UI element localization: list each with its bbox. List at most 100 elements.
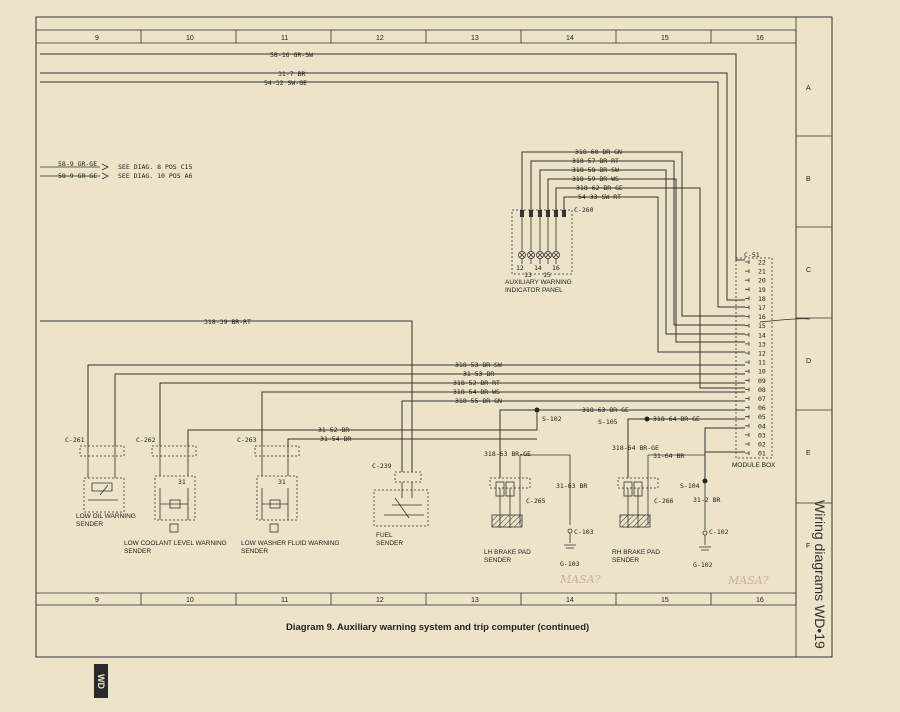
- section-tab: WD: [94, 664, 108, 698]
- module-pin-02: 02: [758, 441, 766, 449]
- wire-31-54: [287, 438, 537, 446]
- grid-col-bottom-11: 11: [281, 597, 288, 604]
- sender-wire-rh: 318-64 BR-GE: [612, 444, 659, 452]
- grid-row-A: A: [806, 85, 811, 92]
- grid-col-top-12: 12: [376, 35, 384, 42]
- aux-panel-name: AUXILIARY WARNING INDICATOR PANEL: [505, 279, 572, 294]
- aux-panel-pin-13: 13: [524, 271, 532, 279]
- module-pin-09: 09: [758, 377, 766, 385]
- aux-panel-connector: C-260: [574, 206, 594, 214]
- grid-row-D: D: [806, 358, 811, 365]
- sender-gconn-c103: C-103: [574, 528, 594, 536]
- panel-pin-0: [520, 210, 524, 217]
- aux-panel-pin-15: 15: [543, 271, 551, 279]
- coolant-pin-31: 31: [178, 478, 186, 486]
- module-pin-15: 15: [758, 322, 766, 330]
- panel-pin-3: [546, 210, 550, 217]
- grid-col-top-9: 9: [95, 35, 99, 42]
- panel-pin-2: [538, 210, 542, 217]
- panel-wire-label-6: 54-33 SW-RT: [578, 193, 621, 201]
- sender-g103: G-103: [560, 560, 580, 568]
- module-pin-10: 10: [758, 368, 766, 376]
- panel-wire-label-5: 318-62 BR-GE: [576, 184, 623, 192]
- panel-wire-label-2: 318-57 BR-RT: [572, 157, 619, 165]
- module-pin-11: 11: [758, 359, 766, 367]
- module-pin-07: 07: [758, 395, 766, 403]
- see-ref-text-1: SEE DIAG. 8 POS C15: [118, 163, 192, 171]
- senders: 31 31: [79, 445, 711, 551]
- module-pin-17: 17: [758, 304, 766, 312]
- grid-col-bottom-12: 12: [376, 597, 384, 604]
- splice-s104: [702, 478, 708, 484]
- module-pin-03: 03: [758, 431, 766, 439]
- wire-58-16: [40, 53, 745, 261]
- sender-conn-c265: C-265: [526, 497, 546, 505]
- splice-s105: [644, 416, 650, 422]
- sender-ground-lh: 31-63 BR: [556, 482, 587, 490]
- sender-name-low-oil: LOW OIL WARNING SENDER: [76, 513, 136, 528]
- grid-col-bottom-16: 16: [756, 597, 764, 604]
- grid-col-top-15: 15: [661, 35, 669, 42]
- wire-31-53: [114, 373, 745, 446]
- wire-label-31-52: 31-52 BR: [318, 426, 349, 434]
- sender-wire-lh: 318-63 BR-GE: [484, 450, 531, 458]
- splice-label-s104: S-104: [680, 482, 700, 490]
- sender-conn-c262: C-262: [136, 436, 156, 444]
- wire-318-63: [499, 409, 745, 478]
- page-side-title: Wiring diagrams WD•19: [812, 500, 828, 649]
- module-pin-14: 14: [758, 331, 766, 339]
- module-pin-22: 22: [758, 259, 766, 267]
- aux-panel-pin-16: 16: [552, 264, 560, 272]
- module-pin-06: 06: [758, 404, 766, 412]
- sender-g102: G-102: [693, 561, 713, 569]
- sender-name-coolant: LOW COOLANT LEVEL WARNING SENDER: [124, 540, 227, 555]
- see-ref-wire-2: 58-9 GR-GE: [58, 172, 97, 180]
- sender-ground-rh: 31-64 BR: [653, 452, 684, 460]
- grid-col-top-11: 11: [281, 35, 288, 42]
- wire-318-39: [40, 320, 413, 472]
- aux-panel-pin-14: 14: [534, 264, 542, 272]
- wire-label-318-53: 318-53 BR-SW: [455, 361, 502, 369]
- sender-conn-c239: C-239: [372, 462, 392, 470]
- splice-label-s105: S-105: [598, 418, 618, 426]
- panel-wire-label-1: 318-60 BR-GN: [575, 148, 622, 156]
- module-pin-08: 08: [758, 386, 766, 394]
- module-name: MODULE BOX: [732, 462, 776, 469]
- outer-border: [35, 16, 833, 658]
- module-connector: C-51: [744, 251, 760, 259]
- inner-border: [35, 29, 797, 606]
- module-pin-19: 19: [758, 286, 766, 294]
- wire-318-64: [627, 418, 745, 478]
- panel-pin-1: [529, 210, 533, 217]
- sender-conn-c261: C-261: [65, 436, 85, 444]
- wire-label-31-7: 31-7 BR: [278, 70, 305, 78]
- grid-col-bottom-13: 13: [471, 597, 479, 604]
- panel-wire-label-3: 318-58 BR-SW: [572, 166, 619, 174]
- panel-pin-4: [554, 210, 558, 217]
- wire-318-52: [159, 382, 745, 446]
- grid-row-F: F: [806, 543, 810, 550]
- module-pin-04: 04: [758, 422, 766, 430]
- grid-row-B: B: [806, 176, 811, 183]
- grid-col-top-14: 14: [566, 35, 574, 42]
- panel-wires: [521, 151, 745, 389]
- sender-name-rh-brake: RH BRAKE PAD SENDER: [612, 549, 660, 564]
- handwritten-note-1: MASA?: [559, 573, 601, 586]
- s104-ground-wire: 31-2 BR: [693, 496, 720, 504]
- sender-gconn-c102: C-102: [709, 528, 729, 536]
- wire-318-53: [87, 364, 745, 446]
- wire-318-54: [261, 391, 745, 446]
- wire-label-318-52: 318-52 BR-RT: [453, 379, 500, 387]
- wire-label-318-54: 318-54 BR-WS: [453, 388, 500, 396]
- diagram-caption: Diagram 9. Auxiliary warning system and …: [286, 622, 590, 633]
- wire-label-31-53: 31-53 BR: [463, 370, 494, 378]
- module-pin-18: 18: [758, 295, 766, 303]
- wire-31-52: [187, 410, 538, 446]
- panel-wire-label-4: 318-59 BR-WS: [572, 175, 619, 183]
- see-ref-wire-1: 58-9 GR-GE: [58, 160, 97, 168]
- module-pins: 2221201918171615141312111009080706050403…: [745, 259, 766, 458]
